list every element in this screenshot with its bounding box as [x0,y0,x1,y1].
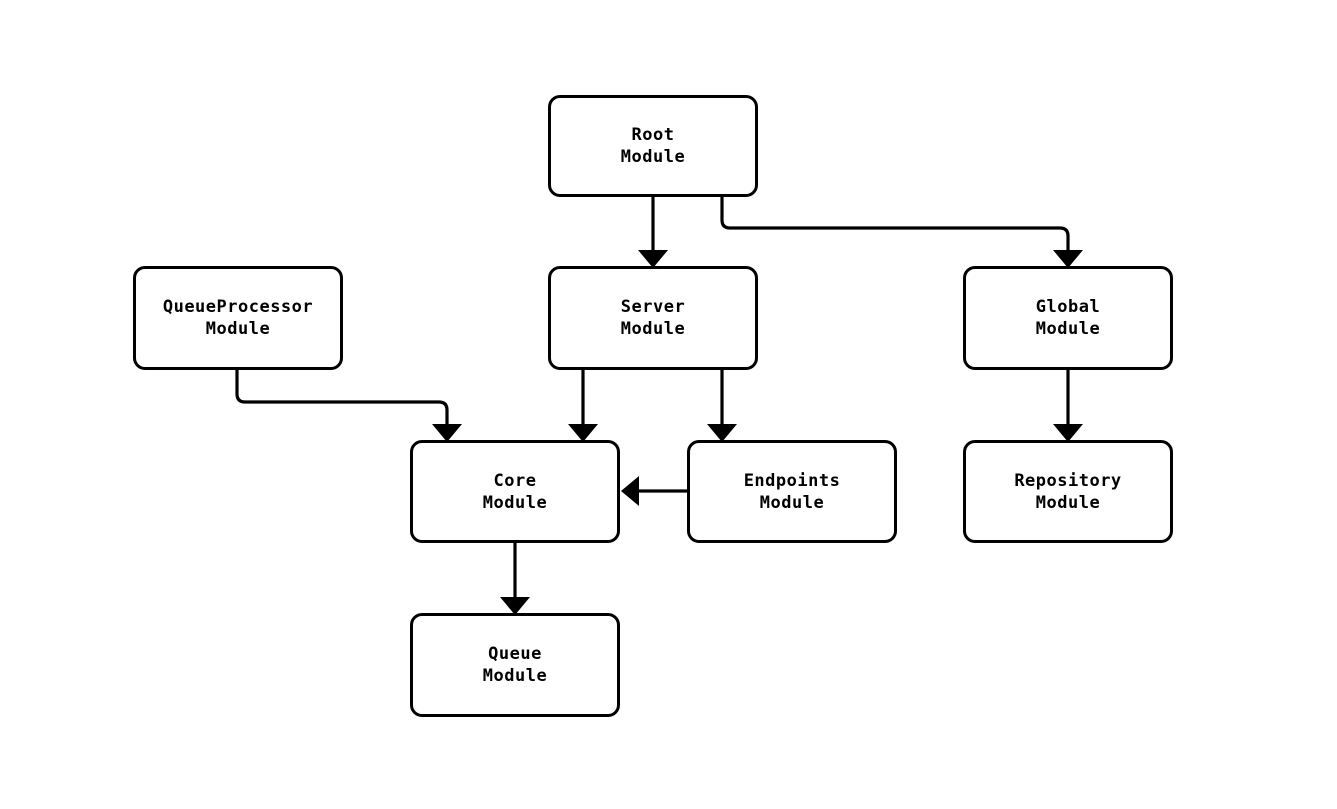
node-queueprocessor-module-label: QueueProcessor Module [162,297,314,339]
node-global-module[interactable]: Global Module [963,266,1173,370]
node-queue-module-label: Queue Module [482,644,548,686]
edge-endpoints-to-core [621,476,687,506]
edge-server-to-endpoints [707,370,737,442]
node-endpoints-module-label: Endpoints Module [743,470,841,513]
node-server-module-label: Server Module [620,297,686,339]
edge-core-to-queue [500,543,530,615]
node-core-module[interactable]: Core Module [410,440,620,543]
node-repository-module[interactable]: Repository Module [963,440,1173,543]
edge-queueprocessor-to-core [235,370,462,442]
node-server-module[interactable]: Server Module [548,266,758,370]
edge-root-to-server [638,197,668,268]
node-repository-module-label: Repository Module [1014,470,1122,513]
edge-server-to-core [568,370,598,442]
node-endpoints-module[interactable]: Endpoints Module [687,440,897,543]
node-queueprocessor-module[interactable]: QueueProcessor Module [133,266,343,370]
node-root-module-label: Root Module [620,125,686,167]
edge-root-to-global [720,197,1083,268]
edge-global-to-repository [1053,370,1083,442]
node-root-module[interactable]: Root Module [548,95,758,197]
node-core-module-label: Core Module [482,470,548,513]
node-global-module-label: Global Module [1035,297,1101,339]
node-queue-module[interactable]: Queue Module [410,613,620,717]
